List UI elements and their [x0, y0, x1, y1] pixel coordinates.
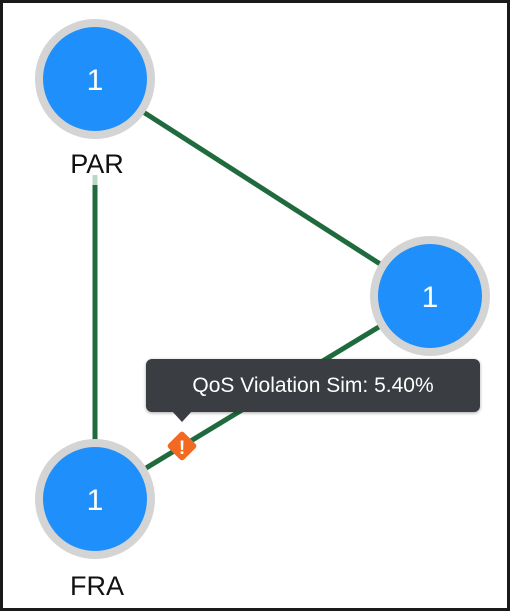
node-par-count: 1: [87, 64, 104, 97]
node-par[interactable]: 1: [35, 19, 155, 139]
node-par-label: PAR: [70, 149, 124, 179]
qos-tooltip: QoS Violation Sim: 5.40%: [146, 359, 480, 412]
node-right-body: [378, 244, 482, 348]
tooltip-arrow: [171, 410, 193, 422]
warning-glyph: !: [179, 438, 185, 459]
node-fra-body: [43, 447, 147, 551]
node-par-body: [43, 27, 147, 131]
topology-graph: 1 PAR 1 1 FRA !: [35, 19, 490, 601]
node-right-count: 1: [422, 281, 439, 314]
node-right[interactable]: 1: [370, 236, 490, 356]
node-fra[interactable]: 1: [35, 439, 155, 559]
qos-tooltip-text: QoS Violation Sim: 5.40%: [192, 373, 434, 397]
node-fra-label: FRA: [70, 571, 124, 601]
label-gap: [89, 133, 101, 183]
warning-badge[interactable]: !: [166, 430, 197, 461]
node-fra-count: 1: [87, 484, 104, 517]
exclamation-icon: [167, 431, 197, 461]
link-par-right[interactable]: [93, 78, 432, 299]
